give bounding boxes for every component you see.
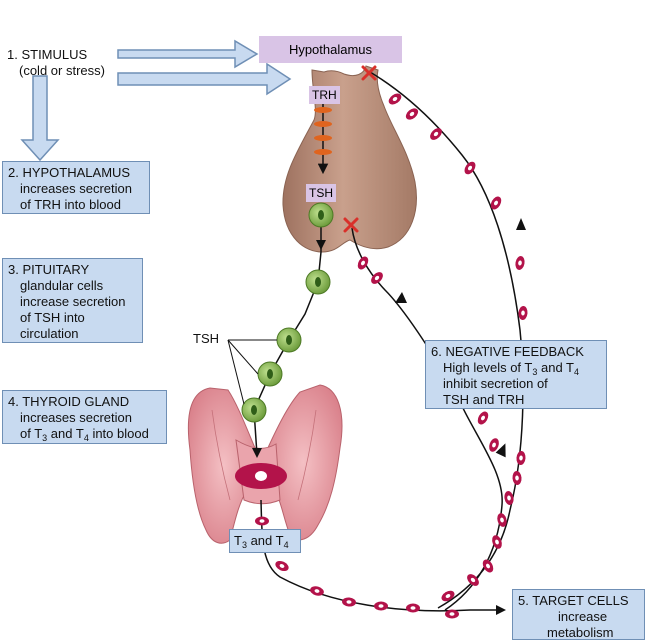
step-6-title: 6. NEGATIVE FEEDBACK: [431, 344, 584, 359]
step-4-title: 4. THYROID GLAND: [8, 394, 130, 409]
step-6-negative-feedback: 6. NEGATIVE FEEDBACK High levels of T3 a…: [425, 340, 607, 409]
hormone-dot: [515, 256, 525, 270]
hormone-dot: [430, 128, 442, 140]
hormone-dot: [342, 597, 356, 607]
step-1-stimulus: 1. STIMULUS (cold or stress): [2, 44, 118, 84]
hormone-dot: [310, 586, 324, 596]
step-3-line4: of TSH into: [20, 310, 85, 325]
step-3-line3: increase secretion: [20, 294, 126, 309]
hormone-dot: [512, 471, 522, 485]
step-4-line2: increases secretion: [20, 410, 132, 425]
tsh-cells: [241, 202, 334, 423]
hormone-dot: [497, 513, 507, 527]
hormone-dot: [516, 451, 526, 465]
target-arrowhead: [496, 605, 506, 615]
hormone-dot: [441, 590, 455, 602]
tsh-side-label: TSH: [193, 331, 219, 346]
hormone-dot: [406, 603, 420, 613]
hormone-dot: [518, 306, 528, 320]
stimulus-arrows: [20, 39, 292, 162]
hormone-dot: [492, 535, 502, 549]
hormone-dot: [504, 491, 514, 505]
tsh-pointer-lines: [227, 339, 277, 405]
hormone-dot: [388, 93, 402, 105]
step-5-line3: metabolism: [547, 625, 614, 640]
step-2-title: 2. HYPOTHALAMUS: [8, 165, 131, 180]
step-4-line3: of T3 and T4 into blood: [20, 426, 149, 443]
hormone-dot: [467, 574, 479, 586]
hormone-dot: [482, 559, 494, 573]
inhibit-x-hypothalamus: [361, 65, 377, 81]
step-3-pituitary: 3. PITUITARY glandular cells increase se…: [2, 258, 143, 343]
step-1-title: 1. STIMULUS: [7, 47, 88, 62]
hormone-dot: [489, 438, 499, 452]
step-3-line2: glandular cells: [20, 278, 104, 293]
feedback-direction-arrows: [395, 218, 526, 458]
step-3-title: 3. PITUITARY: [8, 262, 90, 277]
step-3-line5: circulation: [20, 326, 79, 341]
hypothalamus-label: Hypothalamus: [259, 36, 402, 63]
inhibit-x-pituitary: [343, 217, 359, 233]
trh-granules: [314, 104, 332, 175]
hormone-dot: [371, 272, 383, 284]
step-2-line2: increases secretion: [20, 181, 132, 196]
trh-label: TRH: [309, 86, 340, 104]
step-5-line2: increase: [558, 609, 608, 624]
step-4-thyroid: 4. THYROID GLAND increases secretion of …: [2, 390, 167, 444]
hormone-dot: [374, 601, 388, 611]
hormone-dots: [255, 93, 528, 619]
hormone-dot: [405, 108, 419, 120]
hormone-dot: [464, 161, 476, 175]
step-5-target-cells: 5. TARGET CELLS increase metabolism: [512, 589, 645, 640]
hormone-dot: [275, 560, 289, 572]
hormone-dot: [357, 256, 369, 270]
tsh-pituitary-label: TSH: [306, 184, 336, 202]
step-6-line3: inhibit secretion of: [443, 376, 548, 391]
step-2-hypothalamus: 2. HYPOTHALAMUS increases secretion of T…: [2, 161, 150, 214]
hormone-dot: [445, 609, 459, 619]
hormone-dot: [255, 516, 269, 526]
t3-t4-label: T3 and T4: [229, 529, 301, 553]
step-5-title: 5. TARGET CELLS: [518, 593, 629, 608]
hormone-dot: [490, 196, 502, 210]
step-6-line2: High levels of T3 and T4: [443, 360, 580, 377]
step-6-line4: TSH and TRH: [443, 392, 525, 407]
step-2-line3: of TRH into blood: [20, 197, 121, 212]
hormone-dot: [477, 411, 489, 425]
step-1-text: (cold or stress): [19, 63, 105, 78]
